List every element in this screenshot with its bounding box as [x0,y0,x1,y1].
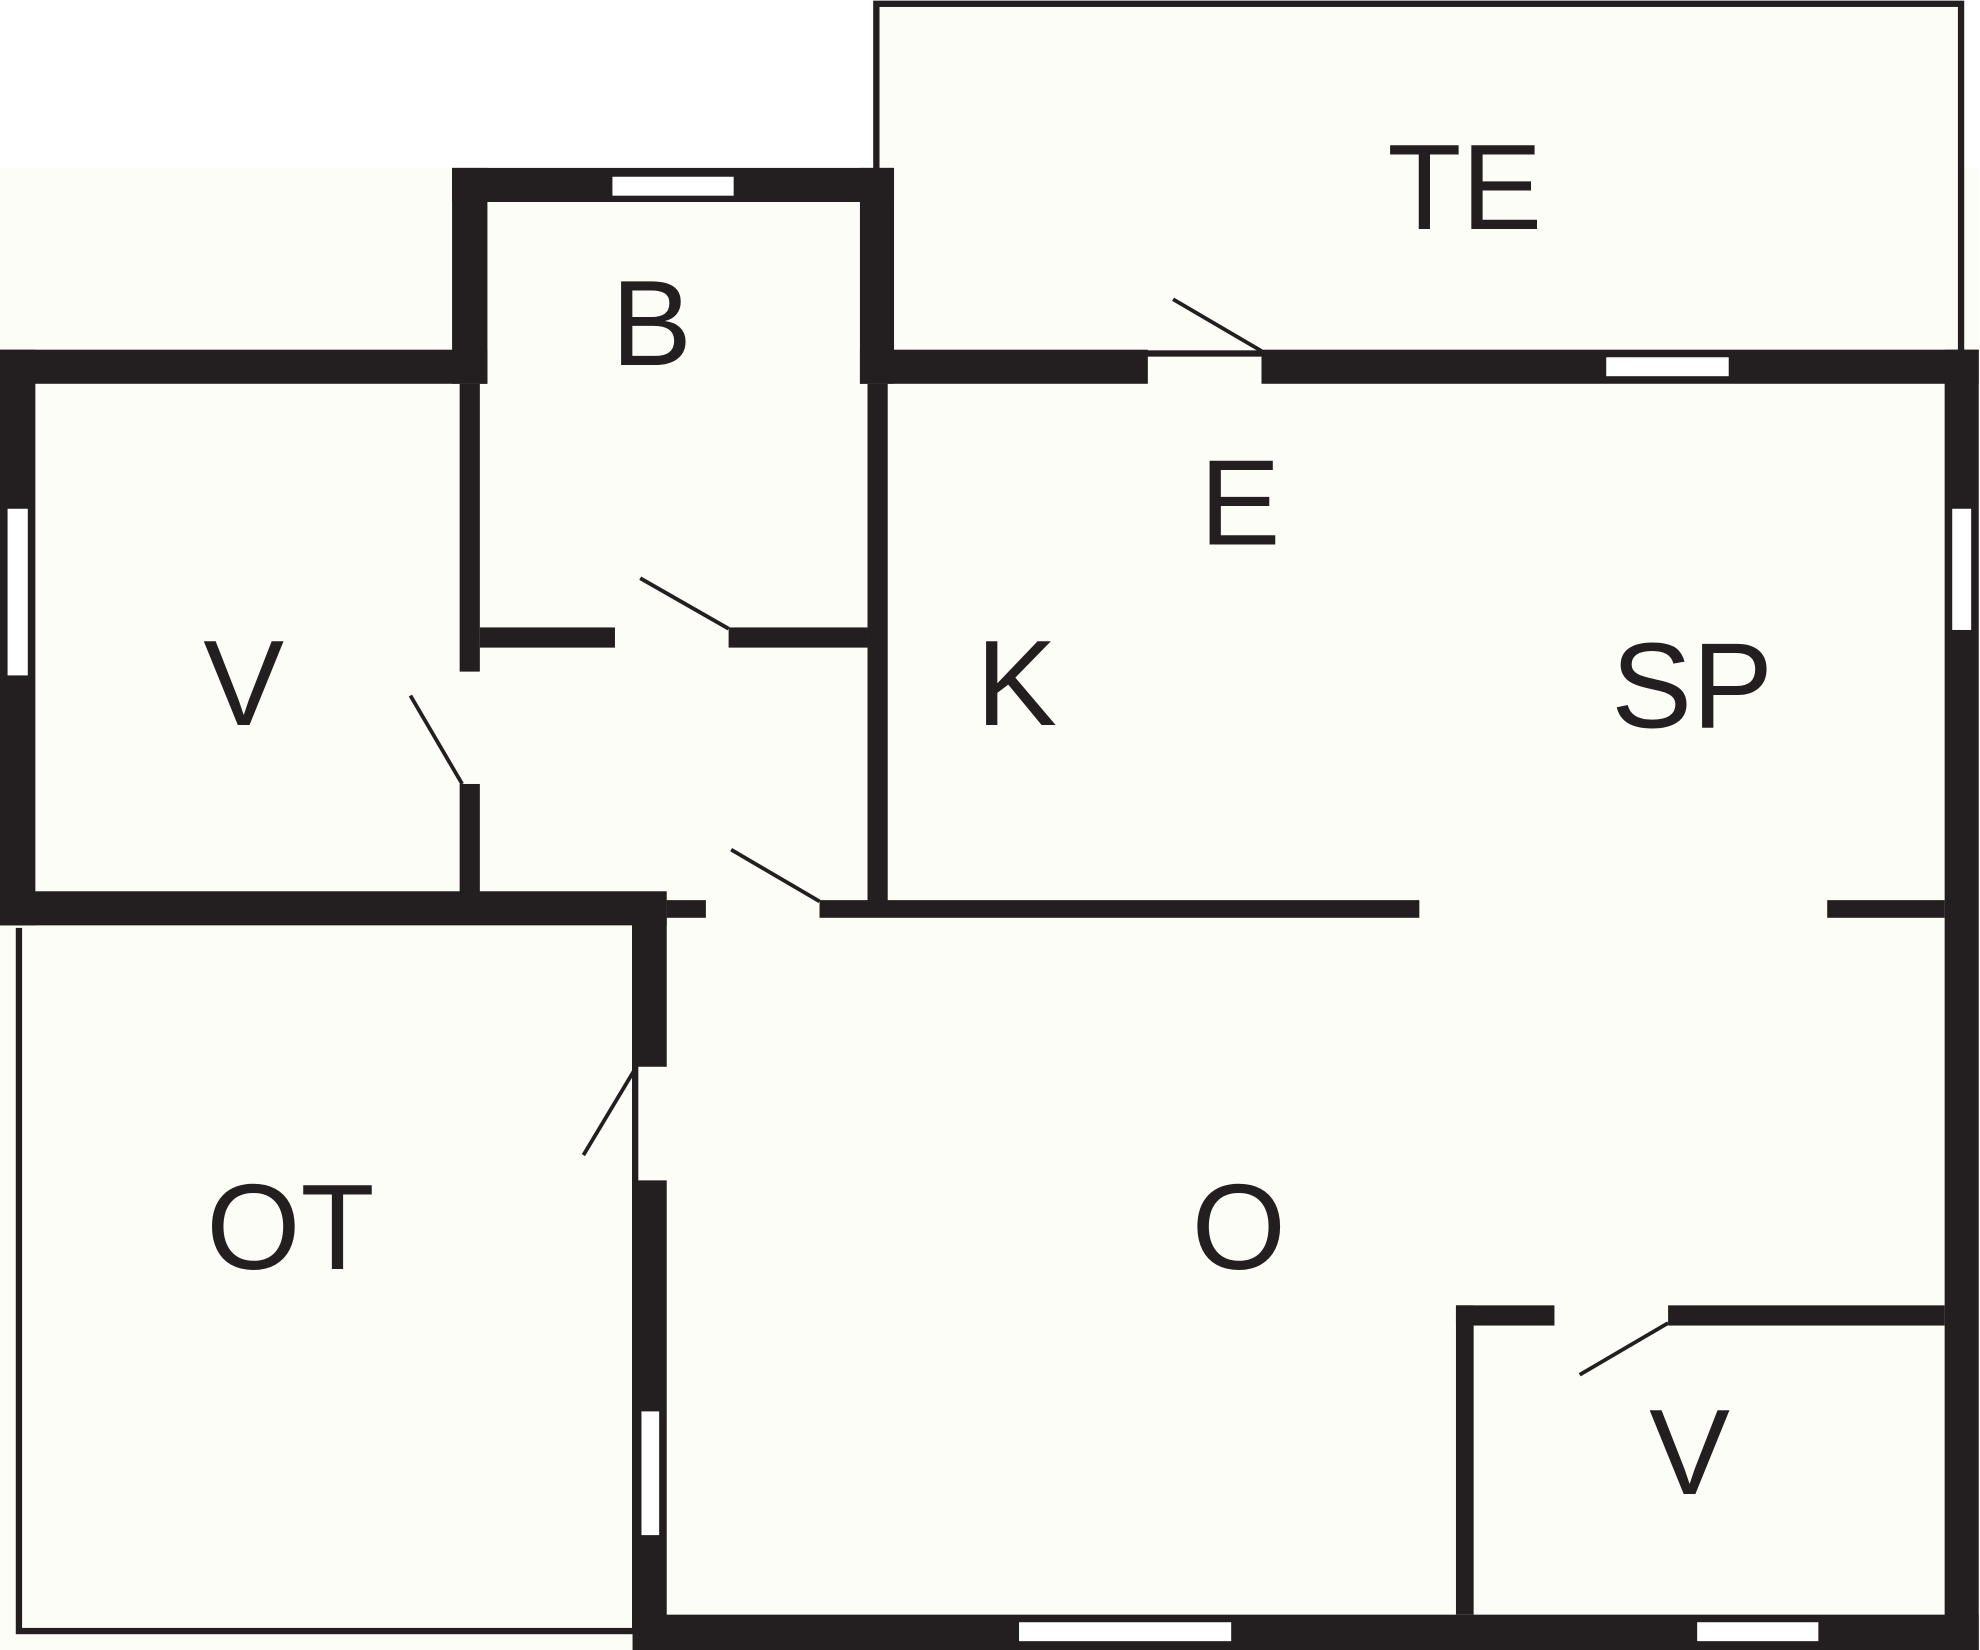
room-label-bathroom: B [611,255,692,391]
windows [7,176,1972,1642]
room-label-storage-left: V [203,615,284,751]
room-label-storage-right: V [1649,1384,1730,1520]
walls [0,167,1979,1650]
room-label-kitchen: K [976,615,1057,751]
room-label-entrance: E [1200,434,1281,570]
floor-open-terrace [15,925,636,1635]
doors [408,297,1670,1377]
room-label-dining: SP [1611,618,1773,754]
room-label-living: O [1192,1159,1286,1295]
room-label-terrace: TE [1387,119,1542,255]
room-label-open-terrace: OT [206,1159,374,1295]
